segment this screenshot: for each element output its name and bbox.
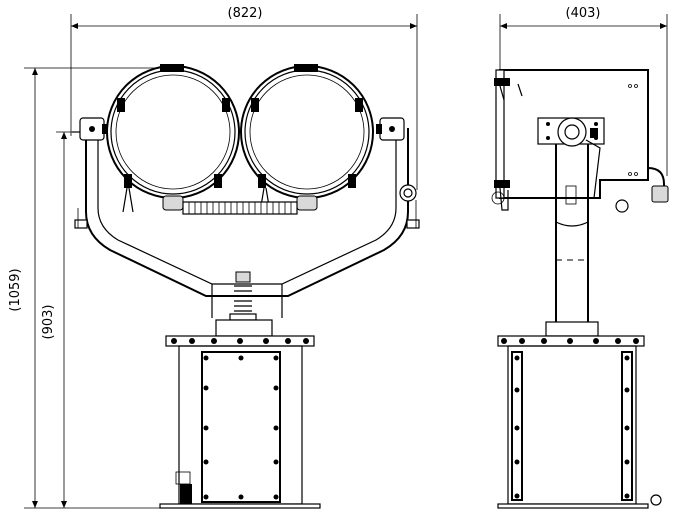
right-lamp (240, 64, 374, 213)
side-panel-right (621, 351, 633, 501)
pivot-height-label: (903) (41, 305, 56, 340)
side-yoke-arm (555, 144, 589, 222)
pedestal-collar (215, 319, 273, 337)
side-hose-connector (651, 185, 669, 203)
dimension-side-width: (403) (499, 4, 668, 176)
left-pivot-clamp (72, 117, 108, 141)
front-base-box (178, 345, 303, 505)
front-view (72, 64, 420, 509)
dimension-front-width: (822) (70, 4, 418, 190)
front-base-plate (159, 503, 321, 509)
total-height-label: (1059) (8, 268, 23, 311)
side-base-plate (497, 503, 649, 509)
dimension-pivot-height: (903) (41, 131, 88, 508)
dimension-total-height: (1059) (8, 67, 170, 509)
left-lamp (106, 64, 240, 213)
side-view (491, 69, 669, 509)
side-base-box (507, 345, 637, 505)
front-inspection-panel (201, 351, 281, 503)
side-panel-left (511, 351, 523, 501)
right-pivot-clamp (376, 117, 417, 202)
side-width-label: (403) (566, 6, 601, 21)
connecting-hose (182, 201, 298, 215)
side-pedestal (555, 222, 589, 322)
front-width-label: (822) (228, 6, 263, 21)
